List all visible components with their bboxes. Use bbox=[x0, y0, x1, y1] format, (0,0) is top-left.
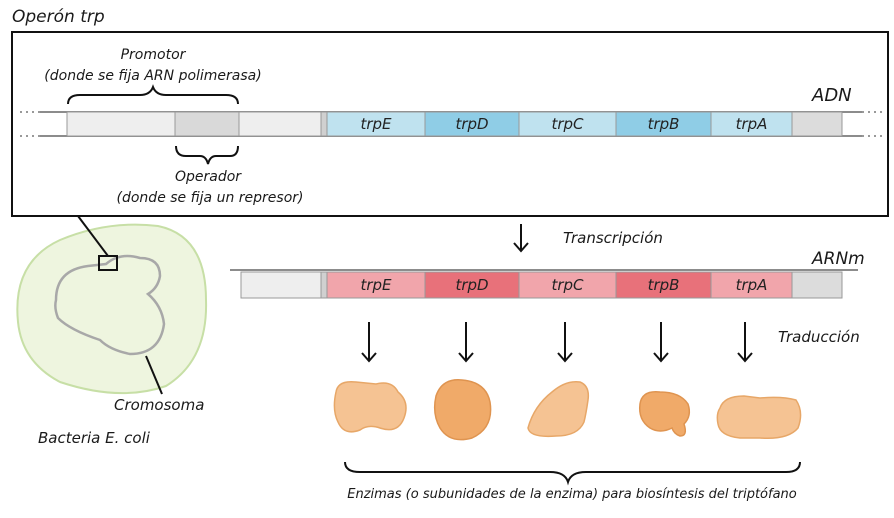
chromosome-label: Cromosoma bbox=[114, 396, 204, 414]
mrna-gene-trpB bbox=[615, 271, 712, 299]
enzymes bbox=[333, 379, 802, 441]
dna-gene-label-trpE: trpE bbox=[360, 115, 392, 133]
zoom-pointer-line bbox=[77, 215, 109, 257]
mrna-gene-label-trpE: trpE bbox=[360, 276, 392, 294]
mrna-gene-label-trpD: trpD bbox=[455, 276, 488, 294]
dna-strand bbox=[20, 111, 884, 137]
mrna-gene-label-trpB: trpB bbox=[648, 276, 680, 294]
transcription-arrow bbox=[513, 224, 529, 253]
translation-label: Traducción bbox=[778, 328, 860, 346]
dna-gene-label-trpC: trpC bbox=[551, 115, 584, 133]
diagram-title: Operón trp bbox=[12, 7, 105, 27]
leader-segment bbox=[238, 111, 322, 137]
enzyme-1 bbox=[333, 380, 407, 433]
mrna-strand bbox=[240, 271, 843, 299]
operator-brace bbox=[175, 145, 239, 165]
dna-gene-trpE bbox=[326, 111, 426, 137]
enzyme-4 bbox=[638, 391, 691, 437]
terminator-segment bbox=[791, 111, 843, 137]
mrna-gene-trpA bbox=[710, 271, 793, 299]
promoter-note: (donde se fija ARN polimerasa) bbox=[44, 68, 261, 84]
promoter-label: Promotor bbox=[121, 47, 187, 63]
chromosome-loop bbox=[54, 254, 166, 356]
bacterium bbox=[16, 215, 208, 395]
mrna-gene-label-trpC: trpC bbox=[551, 276, 584, 294]
bacteria-label: Bacteria E. coli bbox=[38, 429, 151, 447]
bacterium-cell bbox=[16, 223, 208, 395]
enzyme-2 bbox=[433, 379, 492, 441]
operator-segment bbox=[174, 111, 240, 137]
translation-arrow-1 bbox=[361, 322, 377, 363]
mrna-gene-group: trpE trpD trpC trpB trpA bbox=[326, 271, 793, 299]
enzyme-5 bbox=[716, 395, 802, 440]
mrna-gene-trpE bbox=[326, 271, 426, 299]
mrna-leader-segment bbox=[240, 271, 322, 299]
dna-gene-label-trpA: trpA bbox=[736, 115, 768, 133]
promoter-brace bbox=[67, 84, 239, 105]
mrna-terminator-segment bbox=[791, 271, 843, 299]
promoter-segment bbox=[66, 111, 176, 137]
enzymes-brace bbox=[344, 461, 801, 486]
translation-arrow-2 bbox=[458, 322, 474, 363]
translation-arrows bbox=[361, 322, 753, 363]
mrna-gene-label-trpA: trpA bbox=[736, 276, 768, 294]
operator-label: Operador bbox=[175, 169, 242, 185]
enzyme-3 bbox=[527, 380, 590, 438]
dna-label: ADN bbox=[811, 85, 852, 106]
dna-gene-trpD bbox=[424, 111, 520, 137]
operator-note: (donde se fija un represor) bbox=[117, 190, 304, 206]
enzymes-label: Enzimas (o subunidades de la enzima) par… bbox=[347, 487, 797, 502]
dna-gene-trpB bbox=[615, 111, 712, 137]
dna-gene-label-trpD: trpD bbox=[455, 115, 488, 133]
chromosome-pointer-line bbox=[145, 355, 163, 395]
dna-gene-trpA bbox=[710, 111, 793, 137]
mrna-gene-trpC bbox=[518, 271, 617, 299]
mrna-spacer-segment bbox=[320, 271, 328, 299]
translation-arrow-5 bbox=[737, 322, 753, 363]
translation-arrow-3 bbox=[557, 322, 573, 363]
dna-gene-trpC bbox=[518, 111, 617, 137]
translation-arrow-4 bbox=[653, 322, 669, 363]
dna-panel-frame bbox=[11, 31, 889, 217]
dna-gene-label-trpB: trpB bbox=[648, 115, 680, 133]
mrna-label: ARNm bbox=[811, 249, 865, 269]
dna-gene-group: trpE trpD trpC trpB trpA bbox=[326, 111, 793, 137]
transcription-label: Transcripción bbox=[563, 229, 663, 247]
spacer-segment bbox=[320, 111, 328, 137]
